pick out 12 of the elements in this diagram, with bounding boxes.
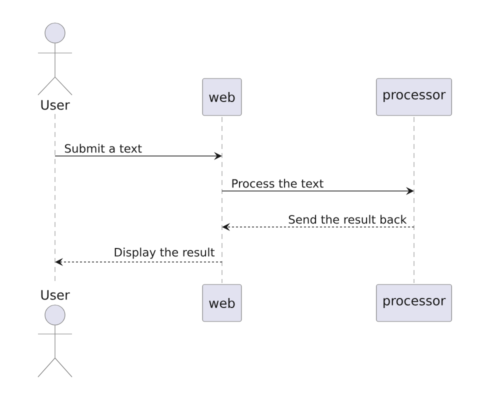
participant-box: processor	[376, 78, 452, 116]
node-label: User	[41, 290, 70, 300]
message-label: Process the text	[230, 178, 325, 189]
participant-box: web	[202, 284, 242, 322]
message-label: Display the result	[112, 246, 216, 260]
message-label: Send the result back	[287, 214, 408, 225]
actor-figure: User	[38, 290, 72, 378]
participant-box: web	[202, 78, 242, 116]
message-label: Submit a text	[63, 142, 144, 154]
actor-figure: User	[38, 22, 72, 110]
participant-box: processor	[376, 284, 452, 322]
lifeline	[376, 78, 452, 284]
